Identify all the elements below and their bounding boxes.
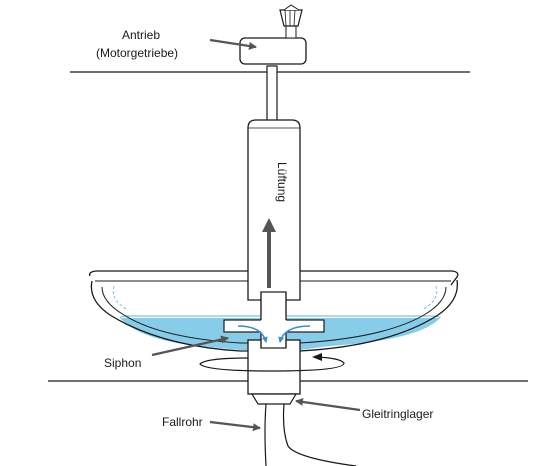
- bearing-label: Gleitringlager: [362, 407, 433, 421]
- siphon-pointer: [151, 335, 229, 357]
- drive-label: Antrieb: [122, 28, 160, 42]
- drive-shaft: [266, 65, 278, 125]
- main-tube: [247, 119, 301, 301]
- lower-tube: [247, 339, 301, 395]
- drive-pointer: [209, 38, 257, 50]
- downpipe: [264, 403, 267, 466]
- ventilation-label: Lüftung: [275, 162, 289, 202]
- flow-arrow-left: [237, 325, 268, 343]
- downpipe-pointer: [209, 420, 261, 432]
- motor-housing: [239, 4, 307, 65]
- drive-sublabel: (Motorgetriebe): [96, 46, 178, 60]
- bearing-pointer: [295, 398, 361, 412]
- flow-arrow-right: [278, 325, 311, 343]
- bearing-ring: [250, 393, 298, 405]
- motor-knob-icon: [279, 9, 303, 27]
- rotation-arrow: [199, 356, 345, 372]
- downpipe-label: Fallrohr: [162, 415, 203, 429]
- siphon-label: Siphon: [104, 356, 141, 370]
